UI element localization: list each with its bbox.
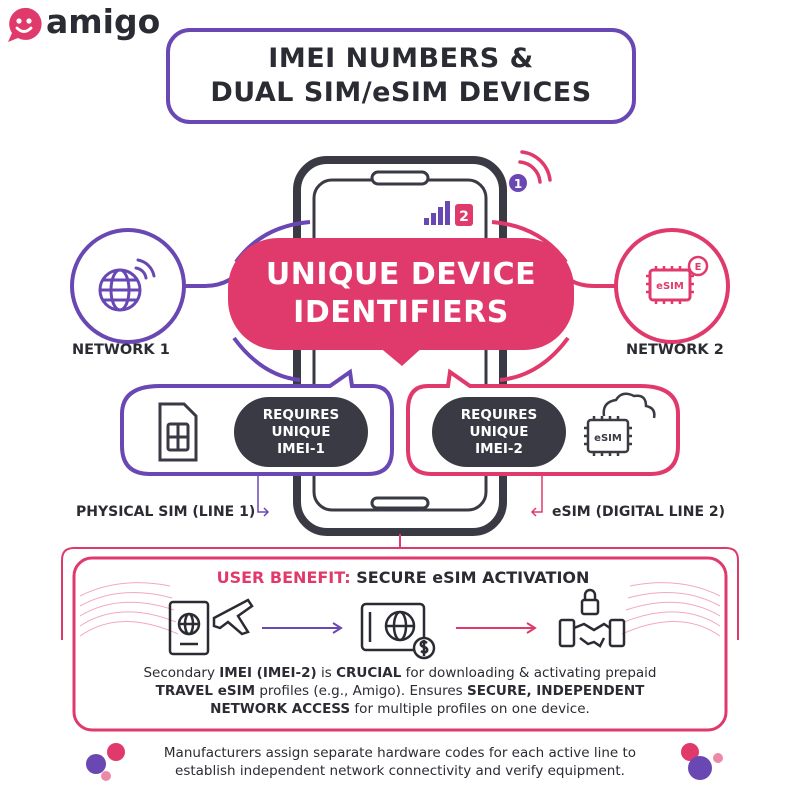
- line2-pill-text-2: UNIQUE: [469, 423, 529, 440]
- sim-card-icon: [158, 402, 198, 462]
- desc-text: for downloading & activating prepaid: [401, 665, 657, 681]
- desc-text: Secondary: [143, 665, 220, 681]
- line1-pill-text-3: IMEI-1: [277, 440, 325, 457]
- line1-pill: REQUIRES UNIQUE IMEI-1: [234, 397, 368, 467]
- cloud-esim-icon: [584, 392, 656, 456]
- desc-bold: TRAVEL eSIM: [155, 683, 256, 699]
- line2-pill: REQUIRES UNIQUE IMEI-2: [432, 397, 566, 467]
- decorative-circles-left: [86, 743, 125, 781]
- desc-text: profiles (e.g., Amigo). Ensures: [255, 683, 468, 699]
- title-line-2: DUAL SIM/eSIM DEVICES: [210, 77, 592, 108]
- line2-label: eSIM (DIGITAL LINE 2): [552, 504, 726, 520]
- desc-bold: CRUCIAL: [336, 665, 402, 681]
- center-line-2: IDENTIFIERS: [293, 295, 509, 330]
- footer-line-2: establish independent network connectivi…: [175, 763, 625, 779]
- amigo-logo-icon: [8, 7, 42, 43]
- brand-name: amigo: [46, 2, 161, 41]
- benefit-prefix: USER BENEFIT:: [216, 568, 351, 587]
- line2-pill-text-3: IMEI-2: [475, 440, 523, 457]
- globe-icon: [98, 258, 156, 312]
- speech-bubble-tail: [378, 346, 424, 366]
- center-bubble: UNIQUE DEVICE IDENTIFIERS: [228, 238, 574, 350]
- center-line-1: UNIQUE DEVICE: [265, 257, 537, 292]
- esim-payment-icon: [360, 602, 436, 660]
- broadcast-icon: [509, 150, 552, 192]
- esim-chip-icon: [646, 255, 709, 304]
- desc-text: is: [316, 665, 337, 681]
- decorative-waves: [79, 582, 721, 637]
- title-line-1: IMEI NUMBERS &: [268, 43, 534, 74]
- benefit-heading: USER BENEFIT: SECURE eSIM ACTIVATION: [168, 568, 638, 587]
- line2-pill-text-1: REQUIRES: [460, 406, 538, 423]
- line2-chip-label: eSIM: [594, 433, 622, 444]
- sim-slot-1-number: 1: [514, 177, 522, 191]
- desc-bold: IMEI (IMEI-2): [219, 665, 317, 681]
- title-box: IMEI NUMBERS & DUAL SIM/eSIM DEVICES: [166, 28, 636, 124]
- footer-line-1: Manufacturers assign separate hardware c…: [163, 745, 637, 761]
- decorative-circles-right: [681, 743, 723, 780]
- line1-pill-text-1: REQUIRES: [262, 406, 340, 423]
- footer-note: Manufacturers assign separate hardware c…: [130, 744, 670, 780]
- network2-chip-badge: E: [695, 262, 702, 273]
- network2-label: NETWORK 2: [626, 342, 724, 358]
- secure-handshake-icon: [558, 588, 626, 648]
- benefit-title: SECURE eSIM ACTIVATION: [356, 568, 590, 587]
- network1-label: NETWORK 1: [72, 342, 170, 358]
- benefit-panel: [72, 556, 728, 732]
- network2-chip-label: eSIM: [656, 281, 684, 292]
- line2-arrow: [532, 474, 543, 513]
- sim-slot-2-badge: [455, 204, 473, 226]
- line1-pill-text-2: UNIQUE: [271, 423, 331, 440]
- benefit-bracket: [61, 547, 739, 640]
- signal-bars-icon: [424, 201, 450, 225]
- desc-text: for multiple profiles on one device.: [350, 701, 590, 717]
- passport-travel-icon: [168, 598, 254, 656]
- line1-label: PHYSICAL SIM (LINE 1): [76, 504, 256, 520]
- sim-slot-2-number: 2: [459, 209, 469, 225]
- benefit-description: Secondary IMEI (IMEI-2) is CRUCIAL for d…: [100, 664, 700, 718]
- line1-arrow: [257, 474, 268, 513]
- desc-bold: NETWORK ACCESS: [210, 701, 351, 717]
- desc-bold: SECURE, INDEPENDENT: [467, 683, 645, 699]
